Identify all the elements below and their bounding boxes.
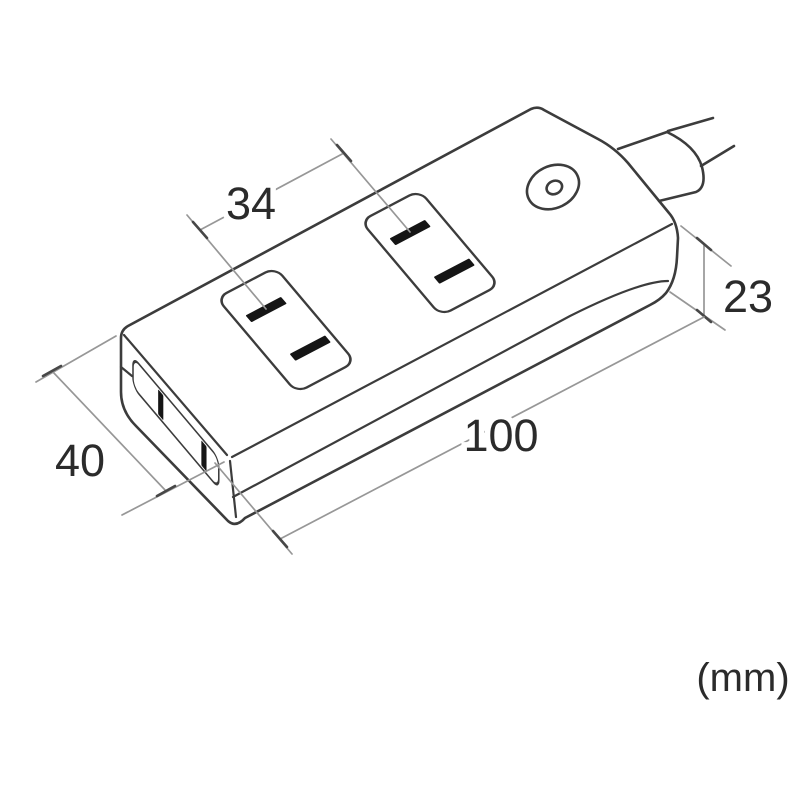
top-outlet-2-slot-lower: [434, 258, 475, 284]
top-outlet-1: [220, 269, 352, 391]
body-edge-end-corner: [228, 459, 238, 519]
dimension-length: 100: [214, 316, 705, 555]
screw-boss-inner-circle: [545, 179, 564, 196]
end-outlet: [132, 360, 220, 486]
screw-boss-outer-circle: [525, 163, 581, 211]
dim40-tick-bottom: [155, 484, 177, 498]
dim34-label: 34: [226, 178, 276, 229]
top-outlet-1-slot-lower: [290, 335, 331, 361]
dimension-outlet-pitch: 34: [186, 138, 411, 310]
end-outlet-slot-left: [158, 389, 164, 420]
screw-boss: [525, 163, 581, 211]
dim23-label: 23: [723, 271, 773, 322]
dim34-tick-right: [335, 143, 353, 163]
end-outlet-slot-right: [201, 440, 207, 471]
dim23-tick-top: [695, 236, 713, 252]
dim40-tick-top: [41, 364, 63, 378]
top-outlet-1-socket-outline: [220, 269, 352, 391]
dim100-tick-left: [271, 529, 289, 549]
top-outlet-2-socket-outline: [364, 192, 496, 314]
cord-cable-top-line: [666, 116, 715, 133]
power-cord: [616, 116, 736, 203]
dimension-depth: 40: [35, 335, 225, 516]
cord-cable-bottom-line: [699, 144, 736, 168]
body-silhouette: [119, 106, 680, 526]
end-outlet-socket-outline: [132, 360, 220, 486]
cord-strain-relief-boot: [616, 130, 705, 203]
body-edge-front-top: [230, 222, 674, 459]
dim40-extension-line-top: [35, 335, 117, 383]
dim40-label: 40: [55, 435, 105, 486]
dimension-height: 23: [669, 225, 779, 331]
power-strip-body: [119, 106, 680, 526]
dim34-tick-left: [191, 220, 209, 240]
dim40-dimension-line: [51, 370, 167, 492]
unit-note-label: (mm): [696, 656, 789, 700]
shell-seam-line: [231, 279, 670, 499]
dim23-tick-bottom: [695, 308, 713, 324]
body-edge-end-top: [122, 333, 229, 457]
dim34-dimension-line: [199, 152, 345, 231]
shell-seam-stub: [119, 365, 134, 378]
dim100-label: 100: [463, 410, 538, 461]
dim100-dimension-line: [279, 316, 705, 540]
